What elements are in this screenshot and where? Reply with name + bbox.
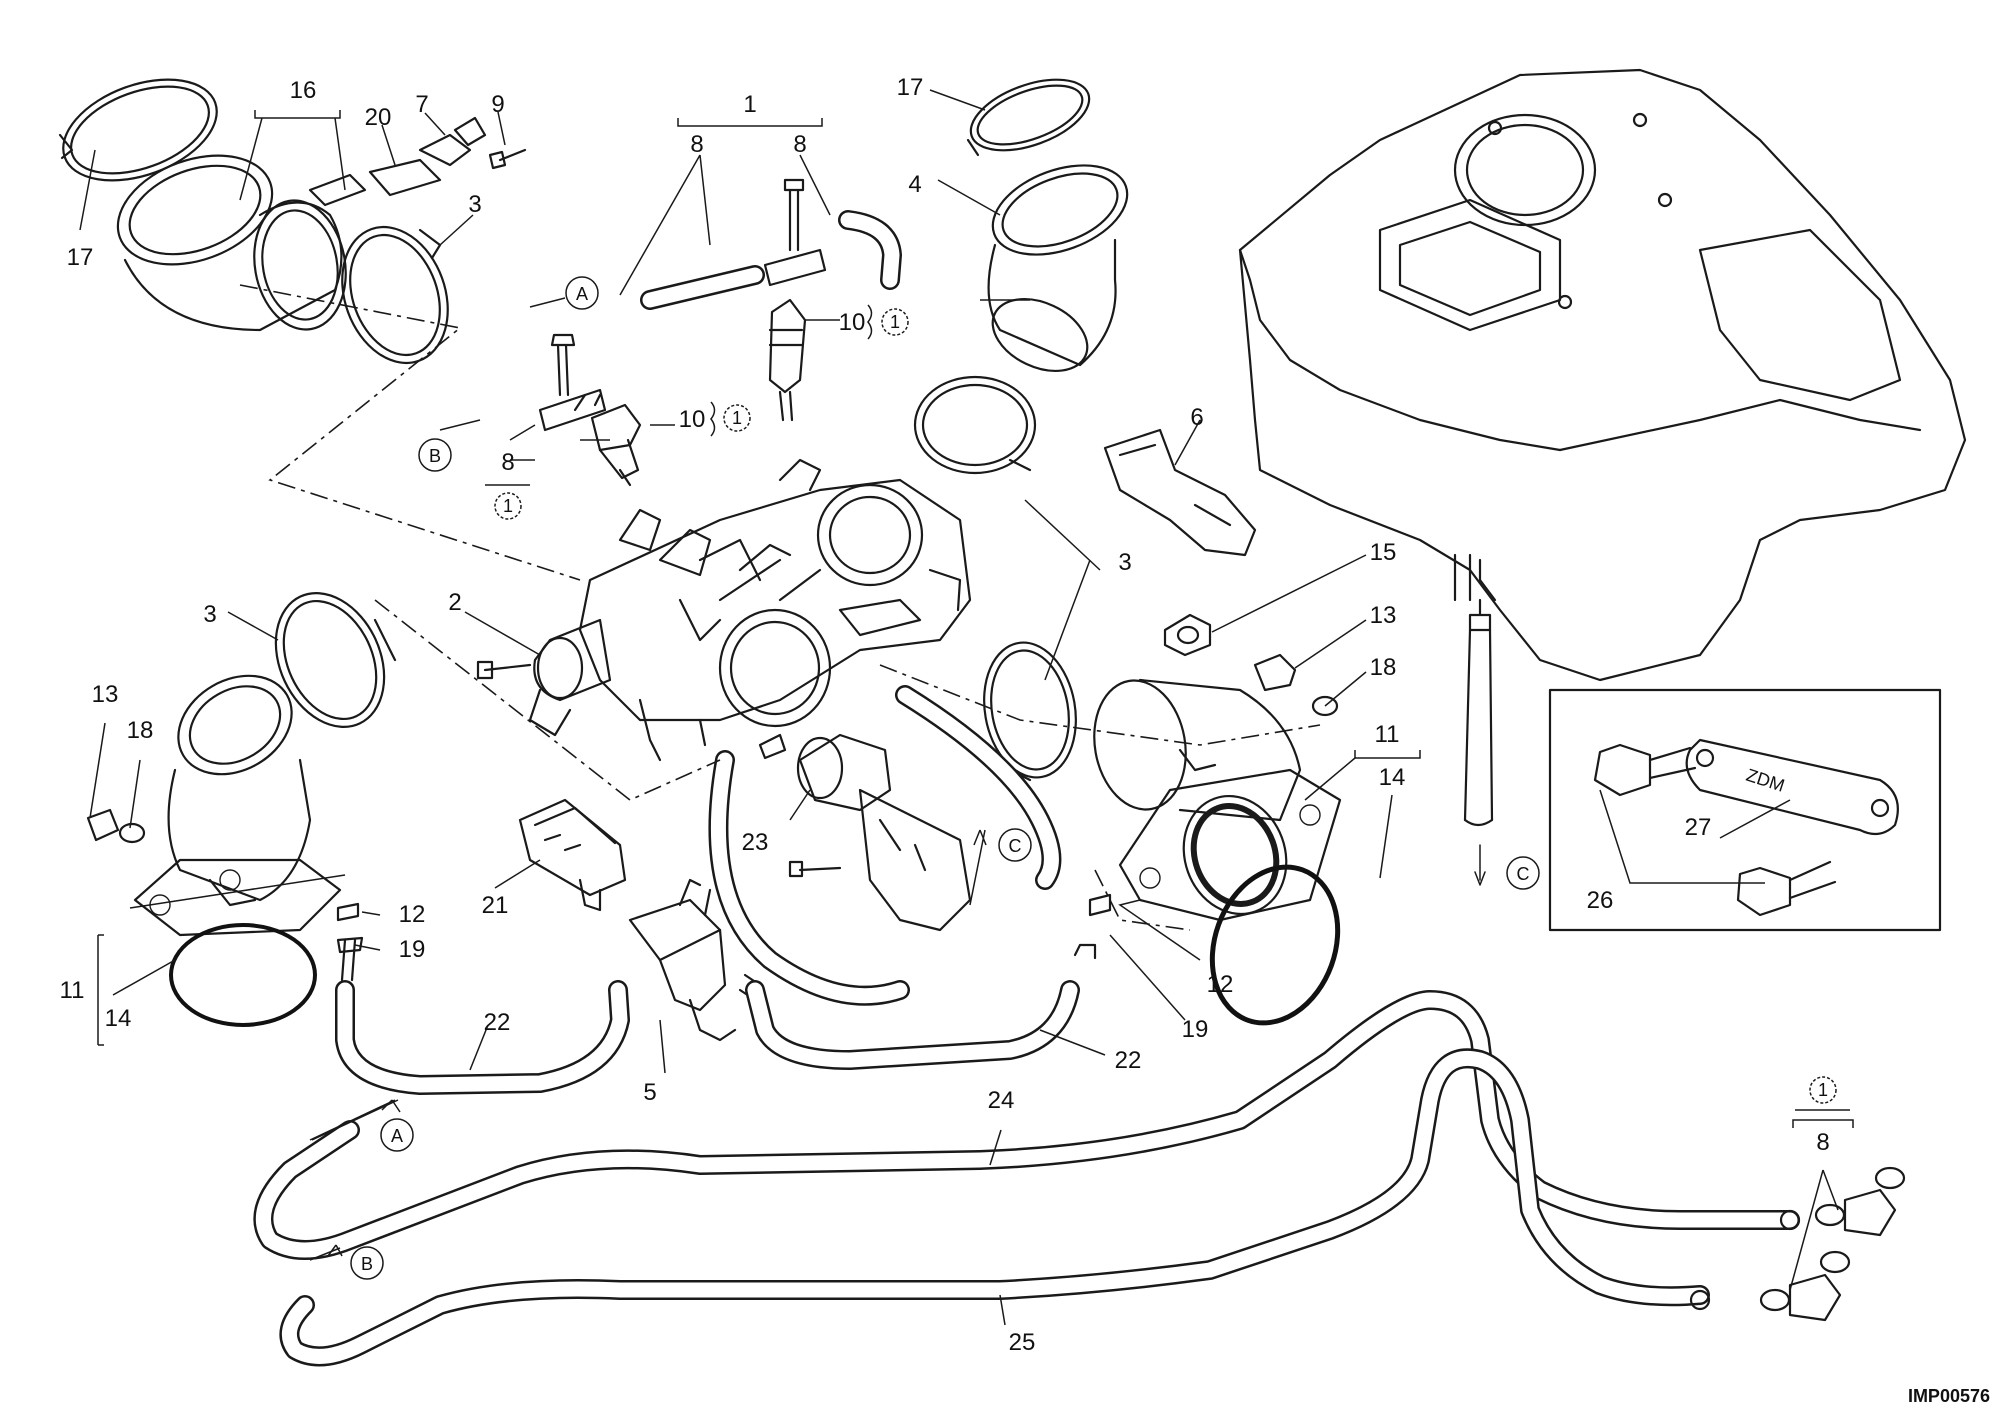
label-22-right: 22 [1115,1047,1142,1074]
label-24: 24 [988,1087,1015,1114]
label-7: 7 [415,91,428,118]
label-12-left: 12 [399,901,426,928]
label-17-left: 17 [67,244,94,271]
label-10-a: 10 [839,309,866,336]
label-14-left: 14 [105,1005,132,1032]
label-12-right: 12 [1207,971,1234,998]
assembly-centerlines [239,284,1321,931]
throttle-body-drawing [476,458,972,762]
idle-actuator-drawing [758,733,972,932]
inset-brand-text: ZDM [1744,765,1787,796]
label-3-left: 3 [203,601,216,628]
cap-plate-drawings [368,116,527,197]
label-6: 6 [1190,404,1203,431]
label-1: 1 [743,91,756,118]
connector-b-top: B [429,446,441,466]
bracket-5-drawing [628,878,762,1042]
label-18-right: 18 [1370,654,1397,681]
hose-6-drawing [1103,428,1257,557]
label-2: 2 [448,589,461,616]
injector-drawing [590,298,807,487]
connector-b-bottom: B [361,1254,373,1274]
label-10-b: 10 [679,406,706,433]
label-8-a: 8 [690,131,703,158]
variant-mark-8-lower: 1 [1818,1080,1828,1100]
intake-manifold-right-drawing [1093,678,1342,922]
label-19-left: 19 [399,936,426,963]
connector-a-top: A [576,284,588,304]
label-11-left: 11 [60,977,85,1004]
connector-c-right: C [1517,864,1530,884]
sleeve-drawings [116,154,1129,372]
label-23: 23 [742,829,769,856]
label-13-right: 13 [1370,602,1397,629]
label-3-top-left: 3 [468,191,481,218]
label-20: 20 [365,104,392,131]
fuel-rail-drawing [538,178,827,432]
airbox-drain-hose [1463,598,1494,886]
label-9: 9 [491,91,504,118]
variant-marks: 1 1 1 1 [485,304,1850,1111]
label-13-left: 13 [92,681,119,708]
label-11-right: 11 [1375,721,1400,748]
label-5: 5 [643,1079,656,1106]
hose-end-fittings [1689,1166,1906,1322]
label-27: 27 [1685,814,1712,841]
label-15: 15 [1370,539,1397,566]
label-3-center: 3 [1118,549,1131,576]
o-ring-left [169,923,317,1027]
label-16: 16 [290,77,317,104]
label-25: 25 [1009,1329,1036,1356]
label-22-left: 22 [484,1009,511,1036]
clamp-drawings [58,78,1091,782]
variant-mark-10a: 1 [890,312,900,332]
label-26: 26 [1587,887,1614,914]
variant-mark-10b: 1 [732,408,742,428]
label-21: 21 [482,892,509,919]
variant-mark-8: 1 [503,496,513,516]
label-4: 4 [908,171,921,198]
o-ring-right [1209,864,1341,1026]
connector-markers: A B C C A B [350,276,1540,1280]
map-sensor-drawing [518,798,627,912]
intake-manifold-left-drawing [133,674,342,937]
part-labels: 16 17 20 7 9 3 1 8 8 10 10 8 17 4 6 3 2 … [60,74,1830,1356]
label-8-lower: 8 [1816,1129,1829,1156]
connector-a-bottom: A [391,1126,403,1146]
airbox-drawing [1238,68,1967,682]
label-17-right: 17 [897,74,924,101]
label-18-left: 18 [127,717,154,744]
label-19-right: 19 [1182,1016,1209,1043]
label-8-c: 8 [501,449,514,476]
label-8-b: 8 [793,131,806,158]
bracket-inset: ZDM [1548,688,1942,932]
label-14-right: 14 [1379,764,1406,791]
small-fittings-drawing [86,613,1339,982]
leader-lines [79,89,1854,1326]
connector-c-left: C [1009,836,1022,856]
drawing-code: IMP00576 [1908,1386,1990,1406]
